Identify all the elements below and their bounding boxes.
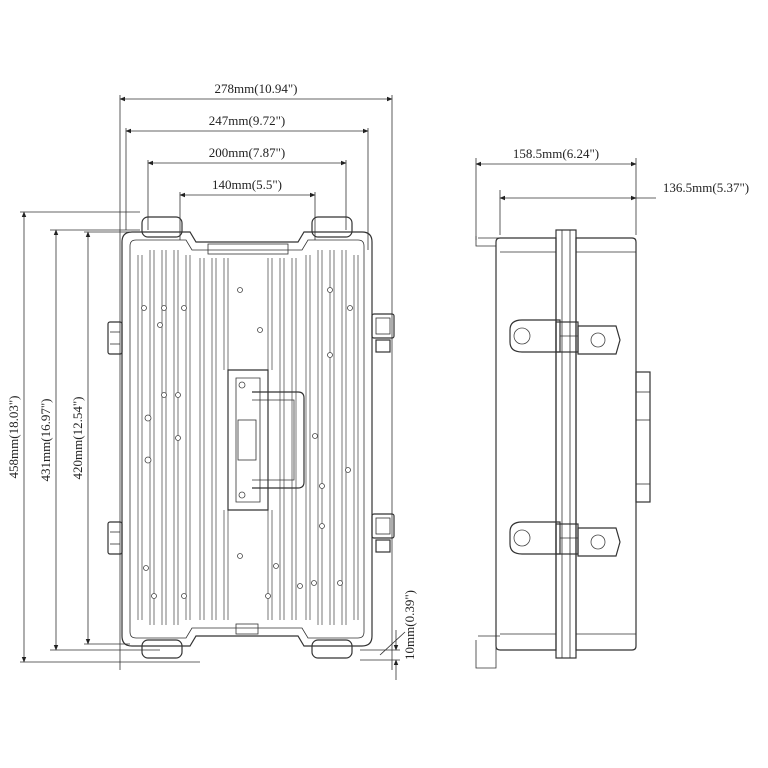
- left-latch-top: [107, 321, 123, 355]
- extension-lines: [20, 95, 400, 670]
- mount-tab-top-right: [311, 216, 353, 238]
- height-dimension-458: 458mm(18.03"): [6, 211, 27, 663]
- lid-half: [575, 237, 637, 651]
- height-dimension-431: 431mm(16.97"): [38, 229, 59, 651]
- side-latch-top: [509, 319, 621, 355]
- lip-dimension-10: 10mm(0.39"): [379, 590, 417, 680]
- wall-bracket-top: [475, 236, 496, 247]
- bottom-connector: [235, 623, 259, 635]
- width-dimension-247: 247mm(9.72"): [125, 113, 369, 134]
- heat-fins: [137, 250, 359, 625]
- dim-label-247: 247mm(9.72"): [209, 113, 285, 128]
- dim-label-458: 458mm(18.03"): [6, 396, 21, 479]
- side-latch-bottom: [509, 521, 621, 557]
- dim-label-431: 431mm(16.97"): [38, 399, 53, 482]
- dim-label-278: 278mm(10.94"): [215, 81, 298, 96]
- dim-label-200: 200mm(7.87"): [209, 145, 285, 160]
- depth-dimension-158: 158.5mm(6.24"): [475, 146, 637, 167]
- mount-tab-top-left: [141, 216, 183, 238]
- enclosure-side: [475, 229, 651, 669]
- side-view: 158.5mm(6.24") 136.5mm(5.37"): [475, 146, 749, 669]
- enclosure-front: [107, 216, 395, 659]
- depth-dimension-136: 136.5mm(5.37"): [499, 180, 749, 201]
- dim-label-420: 420mm(12.54"): [70, 397, 85, 480]
- gasket-flange: [555, 229, 577, 659]
- dim-label-158: 158.5mm(6.24"): [513, 146, 599, 161]
- dim-label-10: 10mm(0.39"): [402, 590, 417, 660]
- width-dimension-140: 140mm(5.5"): [179, 177, 316, 198]
- height-dimension-420: 420mm(12.54"): [70, 231, 91, 645]
- left-latch-bottom: [107, 521, 123, 555]
- side-mount-plate: [635, 371, 651, 503]
- base-half: [495, 237, 557, 651]
- mount-tab-bottom-right: [311, 639, 353, 659]
- mount-tab-bottom-left: [141, 639, 183, 659]
- dim-label-140: 140mm(5.5"): [212, 177, 282, 192]
- enclosure-inner: [129, 239, 365, 639]
- top-connector: [207, 243, 289, 255]
- right-latch-bottom: [371, 513, 395, 553]
- screw-holes: [141, 287, 353, 599]
- right-latch-top: [371, 313, 395, 353]
- width-dimension-200: 200mm(7.87"): [147, 145, 347, 166]
- front-view: 278mm(10.94") 247mm(9.72") 200mm(7.87") …: [6, 81, 417, 680]
- enclosure-outer: [121, 231, 373, 647]
- wall-bracket-bottom: [475, 640, 497, 669]
- mount-bracket: [227, 369, 305, 511]
- dim-label-136: 136.5mm(5.37"): [663, 180, 749, 195]
- width-dimension-278: 278mm(10.94"): [119, 81, 393, 102]
